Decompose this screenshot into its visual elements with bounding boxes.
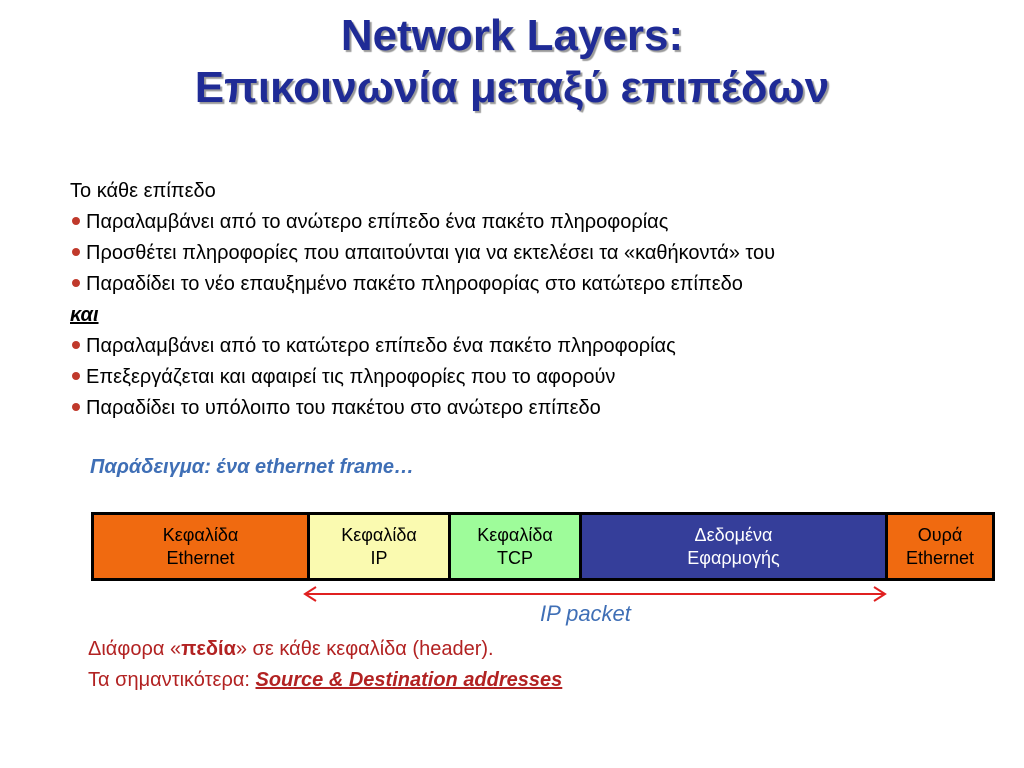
bullet-icon <box>72 341 80 350</box>
frame-cell-ethernet-header: Κεφαλίδα Ethernet <box>94 515 310 578</box>
addresses-link[interactable]: Source & Destination addresses <box>255 669 563 691</box>
bullet-item: Παραλαμβάνει από το κατώτερο επίπεδο ένα… <box>70 331 1010 362</box>
bullet-icon <box>72 403 80 412</box>
title-line-2: Επικοινωνία μεταξύ επιπέδων <box>194 63 830 112</box>
cell-label-line-1: Κεφαλίδα <box>341 524 417 545</box>
cell-label-line-2: TCP <box>497 547 533 568</box>
bullet-icon <box>72 217 80 226</box>
notes-emphasis: πεδία <box>181 638 236 660</box>
bullet-item: Επεξεργάζεται και αφαιρεί τις πληροφορίε… <box>70 362 1010 393</box>
cell-label-line-2: IP <box>370 547 388 568</box>
bullet-text: Προσθέτει πληροφορίες που απαιτούνται γι… <box>86 242 776 264</box>
title-line-1: Network Layers: <box>340 11 684 60</box>
intro-text: Το κάθε επίπεδο <box>70 180 216 202</box>
bullet-icon <box>72 248 80 257</box>
cell-label-line-2: Ethernet <box>905 547 975 568</box>
ethernet-frame-diagram: Κεφαλίδα Ethernet Κεφαλίδα IP Κεφαλίδα T… <box>91 512 995 581</box>
bullet-item: Παραδίδει το νέο επαυξημένο πακέτο πληρο… <box>70 269 1010 300</box>
bullet-text: Παραλαμβάνει από το ανώτερο επίπεδο ένα … <box>86 211 669 233</box>
bullet-item: Παραλαμβάνει από το ανώτερο επίπεδο ένα … <box>70 207 1010 238</box>
notes: Διάφορα «πεδία» σε κάθε κεφαλίδα (header… <box>88 634 562 696</box>
bullet-icon <box>72 372 80 381</box>
cell-label-line-1: Δεδομένα <box>694 524 773 545</box>
layer-description: Το κάθε επίπεδο Παραλαμβάνει από το ανώτ… <box>70 176 1010 424</box>
cell-label-line-1: Κεφαλίδα <box>162 524 239 545</box>
bullet-text: Παραδίδει το νέο επαυξημένο πακέτο πληρο… <box>86 273 743 295</box>
notes-text: Διάφορα « <box>88 638 182 660</box>
frame-cell-ethernet-trailer: Ουρά Ethernet <box>888 515 992 578</box>
cell-label-line-2: Εφαρμογής <box>687 547 780 568</box>
frame-cell-application-data: Δεδομένα Εφαρμογής <box>582 515 888 578</box>
slide-title: Network Layers: Επικοινωνία μεταξύ επιπέ… <box>0 10 1024 114</box>
frame-cell-ip-header: Κεφαλίδα IP <box>310 515 451 578</box>
bullet-item: Προσθέτει πληροφορίες που απαιτούνται γι… <box>70 238 1010 269</box>
bullet-text: Παραλαμβάνει από το κατώτερο επίπεδο ένα… <box>86 335 676 357</box>
notes-line-fields: Διάφορα «πεδία» σε κάθε κεφαλίδα (header… <box>88 634 562 665</box>
cell-label-line-1: Ουρά <box>917 524 963 545</box>
bullet-icon <box>72 279 80 288</box>
bullet-text: Παραδίδει το υπόλοιπο του πακέτου στο αν… <box>86 397 601 419</box>
notes-line-addresses: Τα σημαντικότερα: Source & Destination a… <box>88 665 562 696</box>
frame-cell-tcp-header: Κεφαλίδα TCP <box>451 515 582 578</box>
conjunction-text: και <box>70 304 99 326</box>
bullet-text: Επεξεργάζεται και αφαιρεί τις πληροφορίε… <box>86 366 616 388</box>
cell-label-line-1: Κεφαλίδα <box>477 524 553 545</box>
notes-text: » σε κάθε κεφαλίδα (header). <box>235 638 494 660</box>
example-label: Παράδειγμα: ένα ethernet frame… <box>90 456 414 478</box>
bullet-item: Παραδίδει το υπόλοιπο του πακέτου στο αν… <box>70 393 1010 424</box>
cell-label-line-2: Ethernet <box>166 547 235 568</box>
ip-packet-label: IP packet <box>540 601 631 626</box>
double-arrow-icon <box>303 586 887 602</box>
notes-text: Τα σημαντικότερα: <box>88 669 256 691</box>
